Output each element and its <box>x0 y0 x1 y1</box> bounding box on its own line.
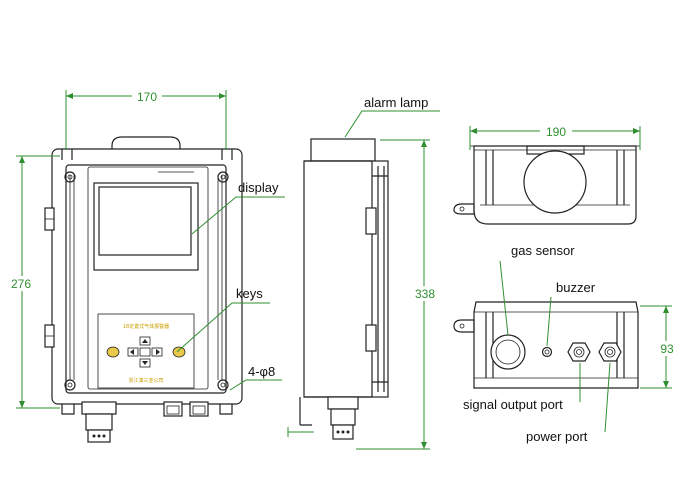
key-right-round <box>172 346 186 358</box>
dim-top-width: 190 <box>546 125 566 139</box>
panel-title-text: 18定置式气体报警器 <box>123 323 169 330</box>
display-screen <box>98 186 192 256</box>
side-hinge-upper <box>365 207 377 235</box>
label-buzzer: buzzer <box>556 280 596 295</box>
cable-glands <box>81 401 209 443</box>
top-sensor-housing <box>523 150 587 214</box>
top-view: 190 <box>453 124 641 225</box>
panel-maker-text: 浙江漮三亚公司 <box>128 377 163 384</box>
label-keys: keys <box>236 286 263 301</box>
bottom-view: 93 <box>453 301 680 389</box>
side-lamp <box>310 138 376 162</box>
dim-bottom-height: 93 <box>660 342 674 356</box>
side-body <box>303 160 389 398</box>
buzzer-hole <box>541 346 553 358</box>
dim-front-height: 276 <box>11 277 31 291</box>
key-up <box>139 336 151 346</box>
keypad-keys <box>106 336 186 368</box>
front-panel <box>65 164 227 394</box>
label-alarm-lamp: alarm lamp <box>364 95 428 110</box>
keypad-panel <box>97 313 195 389</box>
side-hinge-lower <box>365 324 377 352</box>
key-left-round <box>106 346 120 358</box>
key-left <box>127 347 139 357</box>
dim-side-height: 338 <box>415 287 435 301</box>
signal-output-port <box>567 342 591 362</box>
callouts: alarm lamp display keys 4-φ8 gas sensor … <box>176 95 611 444</box>
side-view: 338 <box>287 138 440 450</box>
power-port <box>598 342 622 362</box>
label-signal-output-port: signal output port <box>463 397 563 412</box>
label-gas-sensor: gas sensor <box>511 243 575 258</box>
label-display: display <box>238 180 279 195</box>
key-center <box>139 347 151 357</box>
dim-front-width: 170 <box>137 90 157 104</box>
label-power-port: power port <box>526 429 588 444</box>
display-window <box>93 182 199 271</box>
key-down <box>139 358 151 368</box>
corner-screws <box>64 171 229 391</box>
key-right <box>151 347 163 357</box>
front-view: 18定置式气体报警器 浙江漮三亚公司 170 <box>6 89 243 443</box>
label-mount-holes: 4-φ8 <box>248 364 275 379</box>
